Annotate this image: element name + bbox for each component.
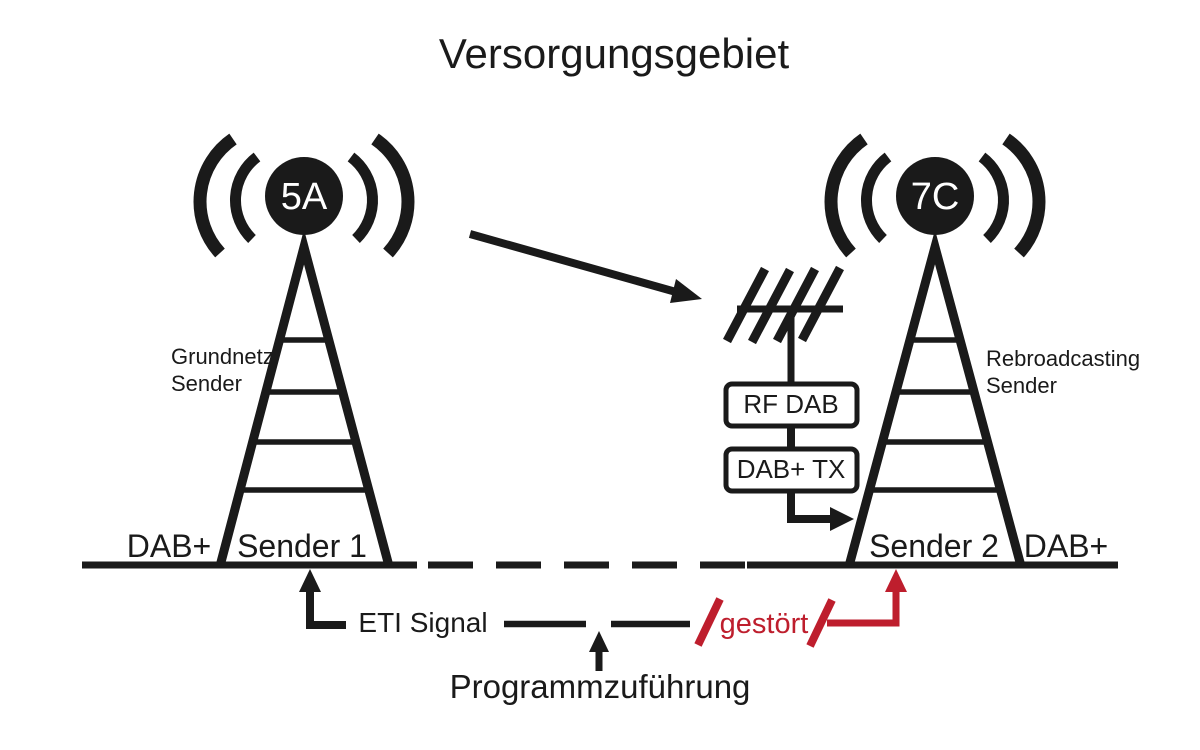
disturbance-slash-icon [694,597,724,647]
left-role-label-line2: Sender [171,371,242,396]
relay-chain: RF DAB DAB+ TX [723,381,860,531]
right-sender-name-label: Sender 2 [869,528,999,564]
antenna-element [748,267,794,345]
radio-wave-arc [978,152,1009,243]
radio-waves-icon [193,133,415,258]
left-transmitter: 5A Grundnetz Sender DAB+ Sender 1 [127,133,415,568]
radio-wave-arc [230,152,261,243]
arrowhead-icon [670,279,702,303]
tower-mast [844,229,1026,568]
tower-crossbars [870,337,1000,493]
arrowhead-icon [885,569,907,592]
channel-badge-label: 5A [281,176,328,218]
program-feed-label: Programmzuführung [450,668,751,705]
dab-tx-label: DAB+ TX [737,454,846,484]
antenna-element [723,266,769,344]
arrowhead-icon [830,507,854,531]
disturbed-feed: gestört [694,569,907,648]
rf-dab-box [723,381,860,429]
right-standard-label: DAB+ [1024,528,1108,564]
tower-mast [215,229,394,568]
left-role-label-line1: Grundnetz [171,344,274,369]
arrowhead-icon [299,569,321,592]
eti-signal-label: ETI Signal [358,607,487,638]
arrowhead-icon [589,631,609,652]
radio-wave-arc [861,152,892,243]
channel-badge [265,157,343,235]
radio-wave-arc [824,133,868,258]
tower-crossbars [240,337,369,493]
disturbed-feed-arrow-to-sender2 [827,569,907,627]
channel-badge-label: 7C [911,176,960,218]
left-sender-name-label: Sender 1 [237,528,367,564]
radio-wave-arc [193,133,237,258]
radio-waves-icon [824,133,1046,258]
antenna-element [773,266,819,344]
eti-feed-path: ETI Signal Programmzuführung [299,569,750,705]
program-feed-arrow [589,631,609,671]
arrow-shaft [468,230,678,296]
disturbance-slash-icon [806,598,836,648]
receiver-antenna-icon [723,265,844,386]
tx-to-tower-arrow [787,491,854,531]
radio-wave-arc [347,152,378,243]
arrow-shaft [787,491,833,523]
antenna-element [798,265,844,343]
left-standard-label: DAB+ [127,528,211,564]
right-transmitter: 7C Rebroadcasting Sender Sender 2 DAB+ [824,133,1140,568]
arrow-shaft [306,587,346,629]
diagram-title: Versorgungsgebiet [439,30,790,77]
eti-feed-arrow-to-sender1 [299,569,346,629]
rf-dab-label: RF DAB [743,389,838,419]
right-role-label-line2: Sender [986,373,1057,398]
signal-propagation-arrow [468,230,702,303]
radio-wave-arc [1002,133,1046,258]
channel-badge [896,157,974,235]
radio-wave-arc [371,133,415,258]
arrow-shaft [827,591,900,627]
right-role-label-line1: Rebroadcasting [986,346,1140,371]
gestoert-label: gestört [720,608,809,640]
